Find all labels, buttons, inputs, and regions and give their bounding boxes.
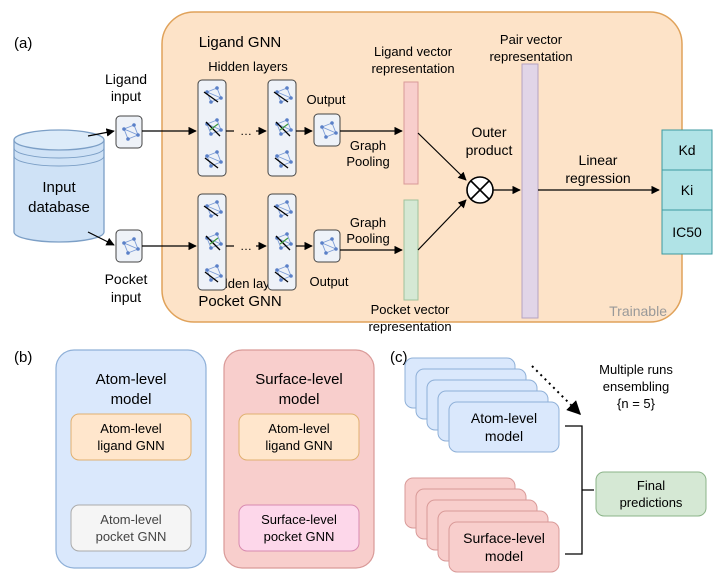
atom-ligand-gnn-box xyxy=(70,413,192,461)
surface-ligand-line1: Atom-level xyxy=(268,421,330,436)
pocket-gnn-title: Pocket GNN xyxy=(198,293,281,310)
output-top-label: Output xyxy=(306,92,345,107)
atom-ligand-line2: ligand GNN xyxy=(97,438,164,453)
atom-model-stack xyxy=(404,357,560,453)
output-ic50-cell xyxy=(661,209,713,255)
ligand-ellipsis: … xyxy=(240,124,252,138)
pocket-output-graph-icon xyxy=(313,229,341,263)
surface-model-title-line2: model xyxy=(279,391,320,408)
atom-stack-line1: Atom-level xyxy=(471,410,537,426)
surface-ligand-line2: ligand GNN xyxy=(265,438,332,453)
output-ki-cell xyxy=(661,169,713,211)
graph-pooling-bottom-line2: Pooling xyxy=(346,231,389,246)
atom-pocket-line1: Atom-level xyxy=(100,512,162,527)
panel-a-label: (a) xyxy=(14,35,32,52)
pocket-ellipsis: … xyxy=(240,239,252,253)
output-kd-label: Kd xyxy=(678,142,695,158)
atom-stack-line2: model xyxy=(485,428,523,444)
ligand-input-line2: input xyxy=(111,88,141,104)
ligand-output-graph-icon xyxy=(313,113,341,147)
db-to-ligand-arrow xyxy=(87,128,115,137)
linear-regression-line2: regression xyxy=(565,170,630,186)
pair-vector-bar xyxy=(521,63,539,319)
surface-model-stack xyxy=(404,477,560,573)
output-kd-cell xyxy=(661,129,713,171)
pocket-input-line2: input xyxy=(111,289,141,305)
atom-ligand-line1: Atom-level xyxy=(100,421,162,436)
surface-pocket-gnn-box xyxy=(238,504,360,552)
atom-pocket-line2: pocket GNN xyxy=(96,529,167,544)
trainable-label: Trainable xyxy=(609,303,667,319)
output-ki-label: Ki xyxy=(681,182,693,198)
pocket-input-graph-icon xyxy=(115,229,143,263)
panel-b-label: (b) xyxy=(14,349,32,366)
input-database-icon xyxy=(13,129,105,243)
outer-product-icon xyxy=(466,176,494,204)
ligand-vector-line2: representation xyxy=(371,61,454,76)
outer-product-line2: product xyxy=(466,142,513,158)
pocket-vector-bar xyxy=(403,199,419,301)
pocket-to-product-arrow xyxy=(417,199,467,251)
ensembling-line2: ensembling xyxy=(603,379,670,394)
input-database-line1: Input xyxy=(42,179,76,196)
pocket-hidden-layer-2 xyxy=(268,194,296,290)
db-to-pocket-arrow xyxy=(87,231,115,246)
final-predictions-line1: Final xyxy=(637,478,665,493)
hidden-layers-top-label: Hidden layers xyxy=(208,59,288,74)
output-ic50-label: IC50 xyxy=(672,224,702,240)
final-predictions-box xyxy=(595,471,707,517)
graph-pooling-top-line2: Pooling xyxy=(346,154,389,169)
outer-product-line1: Outer xyxy=(471,124,506,140)
final-predictions-line2: predictions xyxy=(620,495,683,510)
pocket-input-line1: Pocket xyxy=(105,271,148,287)
ligand-input-line1: Ligand xyxy=(105,71,147,87)
ligand-vector-line1: Ligand vector xyxy=(374,44,453,59)
ligand-to-product-arrow xyxy=(417,132,467,181)
ensemble-brace xyxy=(565,425,594,555)
pocket-hidden-layer-1 xyxy=(198,194,226,290)
ligand-hidden-layer-1 xyxy=(198,80,226,176)
pair-vector-line1: Pair vector xyxy=(500,32,563,47)
panel-c-label: (c) xyxy=(390,349,408,366)
linear-regression-line1: Linear xyxy=(579,152,618,168)
surface-stack-line2: model xyxy=(485,548,523,564)
ligand-vector-bar xyxy=(403,81,419,185)
graph-pooling-bottom-line1: Graph xyxy=(350,215,386,230)
pair-vector-line2: representation xyxy=(489,49,572,64)
ensembling-line1: Multiple runs xyxy=(599,362,673,377)
atom-model-title-line1: Atom-level xyxy=(96,371,167,388)
pocket-vector-line1: Pocket vector xyxy=(371,302,450,317)
input-database-line2: database xyxy=(28,199,90,216)
ligand-input-graph-icon xyxy=(115,115,143,149)
output-bottom-label: Output xyxy=(309,274,348,289)
pocket-vector-line2: representation xyxy=(368,319,451,334)
surface-ligand-gnn-box xyxy=(238,413,360,461)
surface-pocket-line1: Surface-level xyxy=(261,512,337,527)
atom-model-title-line2: model xyxy=(111,391,152,408)
atom-pocket-gnn-box xyxy=(70,504,192,552)
surface-pocket-line2: pocket GNN xyxy=(264,529,335,544)
surface-stack-line1: Surface-level xyxy=(463,530,545,546)
ensembling-line3: {n = 5} xyxy=(617,396,656,411)
graph-pooling-top-line1: Graph xyxy=(350,138,386,153)
ligand-hidden-layer-2 xyxy=(268,80,296,176)
ligand-gnn-title: Ligand GNN xyxy=(199,34,282,51)
surface-model-title-line1: Surface-level xyxy=(255,371,343,388)
